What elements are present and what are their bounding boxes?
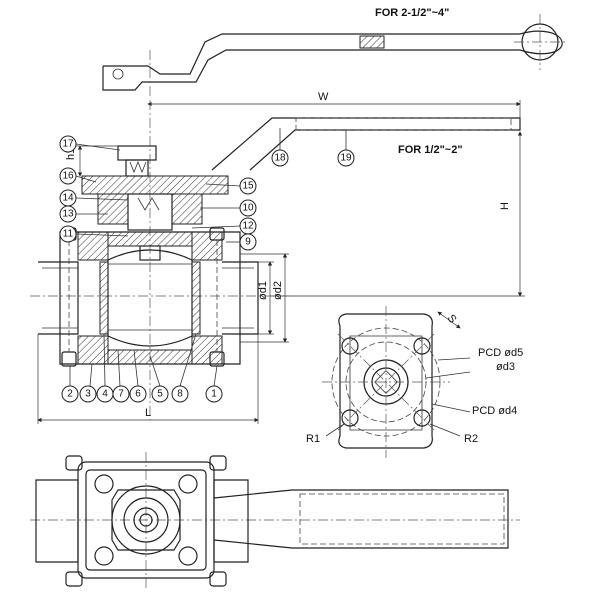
plan-view bbox=[30, 452, 520, 590]
svg-text:1: 1 bbox=[211, 389, 217, 400]
dim-d1-d2 bbox=[240, 253, 289, 343]
callout-14: 14 bbox=[59, 189, 77, 207]
pcd-d5-label: PCD ød5 bbox=[478, 347, 523, 359]
svg-text:5: 5 bbox=[157, 389, 163, 400]
callout-18: 18 bbox=[271, 149, 289, 167]
callouts bbox=[69, 128, 347, 387]
dim-d1-label: ød1 bbox=[257, 281, 269, 300]
dim-d2-label: ød2 bbox=[272, 281, 284, 300]
svg-text:10: 10 bbox=[242, 203, 254, 214]
callout-11: 11 bbox=[59, 225, 77, 243]
callout-5: 5 bbox=[151, 385, 169, 403]
svg-text:3: 3 bbox=[85, 389, 91, 400]
svg-text:19: 19 bbox=[340, 153, 352, 164]
svg-text:13: 13 bbox=[62, 209, 74, 220]
dim-s-label: S bbox=[445, 312, 459, 325]
dim-w-label: W bbox=[318, 91, 329, 103]
callout-4: 4 bbox=[96, 385, 114, 403]
callout-15: 15 bbox=[239, 177, 257, 195]
large-handle-note: FOR 2-1/2"~4" bbox=[375, 7, 449, 19]
svg-text:11: 11 bbox=[63, 229, 74, 240]
small-handle bbox=[211, 117, 521, 171]
svg-text:9: 9 bbox=[245, 237, 251, 248]
svg-text:14: 14 bbox=[62, 193, 74, 204]
svg-text:2: 2 bbox=[67, 389, 73, 400]
svg-text:12: 12 bbox=[242, 221, 254, 232]
mounting-pad-view bbox=[322, 306, 471, 458]
svg-text:8: 8 bbox=[177, 389, 183, 400]
callout-6: 6 bbox=[129, 385, 147, 403]
dim-h bbox=[270, 131, 525, 297]
svg-text:4: 4 bbox=[102, 389, 108, 400]
dim-l bbox=[37, 334, 259, 424]
svg-text:6: 6 bbox=[135, 389, 141, 400]
callout-1: 1 bbox=[205, 385, 223, 403]
pcd-d4-label: PCD ød4 bbox=[472, 405, 517, 417]
section-view bbox=[30, 100, 290, 420]
svg-text:7: 7 bbox=[118, 389, 124, 400]
callout-19: 19 bbox=[337, 149, 355, 167]
callout-3: 3 bbox=[79, 385, 97, 403]
d3-label: ød3 bbox=[496, 361, 515, 373]
r1-label: R1 bbox=[306, 433, 320, 445]
svg-text:18: 18 bbox=[274, 153, 286, 164]
large-handle bbox=[102, 14, 566, 98]
dim-h-label: H bbox=[499, 202, 511, 210]
callout-8: 8 bbox=[171, 385, 189, 403]
dim-h1 bbox=[76, 145, 118, 177]
callout-17: 17 bbox=[59, 135, 77, 153]
dim-w bbox=[147, 100, 521, 118]
callout-12: 12 bbox=[239, 217, 257, 235]
callout-9: 9 bbox=[239, 233, 257, 251]
small-handle-note: FOR 1/2"~2" bbox=[398, 144, 463, 156]
callout-10: 10 bbox=[239, 199, 257, 217]
callout-2: 2 bbox=[61, 385, 79, 403]
svg-text:16: 16 bbox=[62, 171, 74, 182]
svg-text:15: 15 bbox=[242, 181, 254, 192]
callout-7: 7 bbox=[112, 385, 130, 403]
svg-text:17: 17 bbox=[62, 139, 74, 150]
r2-label: R2 bbox=[464, 433, 478, 445]
callout-16: 16 bbox=[59, 167, 77, 185]
callout-13: 13 bbox=[59, 205, 77, 223]
dim-l-label: L bbox=[145, 407, 151, 419]
